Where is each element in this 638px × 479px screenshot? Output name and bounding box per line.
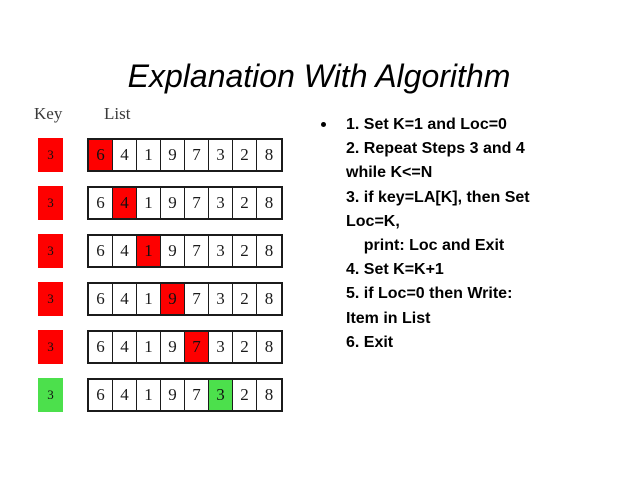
list-cell: 3 xyxy=(209,188,233,218)
algorithm-lines: 1. Set K=1 and Loc=0 2. Repeat Steps 3 an… xyxy=(346,113,630,355)
list-cell: 9 xyxy=(161,332,185,362)
list-cell: 8 xyxy=(257,332,281,362)
key-box: 3 xyxy=(38,186,63,220)
list-cell: 3 xyxy=(209,380,233,410)
list-cell: 1 xyxy=(137,380,161,410)
algorithm-step-line: 2. Repeat Steps 3 and 4 xyxy=(346,140,525,158)
algorithm-step-line: 4. Set K=K+1 xyxy=(346,261,444,279)
list-cell: 4 xyxy=(113,188,137,218)
algorithm-step-line: while K<=N xyxy=(346,164,433,182)
column-header-list: List xyxy=(104,104,131,123)
algorithm-step-line: 3. if key=LA[K], then Set xyxy=(346,188,530,206)
algorithm-bullet-item: 1. Set K=1 and Loc=0 2. Repeat Steps 3 an… xyxy=(310,113,630,355)
list-cell: 2 xyxy=(233,236,257,266)
list-cell: 6 xyxy=(89,188,113,218)
algorithm-step-line: Loc=K, xyxy=(346,212,400,230)
list-cell: 3 xyxy=(209,236,233,266)
list-cell: 6 xyxy=(89,332,113,362)
algorithm-step-line: print: Loc and Exit xyxy=(346,237,505,255)
list-cell: 7 xyxy=(185,140,209,170)
list-cell: 9 xyxy=(161,188,185,218)
key-box: 3 xyxy=(38,234,63,268)
list-cell: 4 xyxy=(113,284,137,314)
list-cell: 4 xyxy=(113,236,137,266)
list-cell: 8 xyxy=(257,284,281,314)
list-cell: 4 xyxy=(113,380,137,410)
algorithm-step-line: 5. if Loc=0 then Write: xyxy=(346,285,513,303)
list-cell: 8 xyxy=(257,188,281,218)
list-cell: 6 xyxy=(89,236,113,266)
list-cell: 1 xyxy=(137,332,161,362)
column-header-key: Key xyxy=(34,104,63,123)
bullet-dot-icon xyxy=(321,122,326,127)
list-cell: 1 xyxy=(137,140,161,170)
list-cell: 8 xyxy=(257,236,281,266)
list-cell: 8 xyxy=(257,380,281,410)
list-cell: 6 xyxy=(89,380,113,410)
list-cell: 2 xyxy=(233,188,257,218)
list-cell: 7 xyxy=(185,188,209,218)
list-cell: 2 xyxy=(233,284,257,314)
list-cell: 9 xyxy=(161,140,185,170)
list-cell: 9 xyxy=(161,236,185,266)
algorithm-step-line: 6. Exit xyxy=(346,333,394,351)
list-cell: 9 xyxy=(161,380,185,410)
list-cell: 1 xyxy=(137,236,161,266)
key-box: 3 xyxy=(38,138,63,172)
key-box: 3 xyxy=(38,330,63,364)
list-cell: 4 xyxy=(113,140,137,170)
algorithm-step-line: Item in List xyxy=(346,309,431,327)
list-cell: 3 xyxy=(209,332,233,362)
list-cell: 4 xyxy=(113,332,137,362)
list-cell: 3 xyxy=(209,140,233,170)
list-cell: 7 xyxy=(185,332,209,362)
list-cell: 1 xyxy=(137,284,161,314)
list-cell: 3 xyxy=(209,284,233,314)
diagram-column-headers: Key List xyxy=(0,100,300,128)
list-cell: 6 xyxy=(89,140,113,170)
list-cell: 7 xyxy=(185,284,209,314)
list-cell: 7 xyxy=(185,236,209,266)
page-title: Explanation With Algorithm xyxy=(127,58,511,95)
list-cell: 8 xyxy=(257,140,281,170)
list-cell: 2 xyxy=(233,140,257,170)
list-cell: 1 xyxy=(137,188,161,218)
key-box: 3 xyxy=(38,378,63,412)
list-cell: 2 xyxy=(233,332,257,362)
algorithm-step-line: 1. Set K=1 and Loc=0 xyxy=(346,116,507,133)
algorithm-steps-block: 1. Set K=1 and Loc=0 2. Repeat Steps 3 an… xyxy=(310,113,630,355)
key-box: 3 xyxy=(38,282,63,316)
list-cell: 9 xyxy=(161,284,185,314)
list-cell: 6 xyxy=(89,284,113,314)
list-cell: 7 xyxy=(185,380,209,410)
list-cell: 2 xyxy=(233,380,257,410)
